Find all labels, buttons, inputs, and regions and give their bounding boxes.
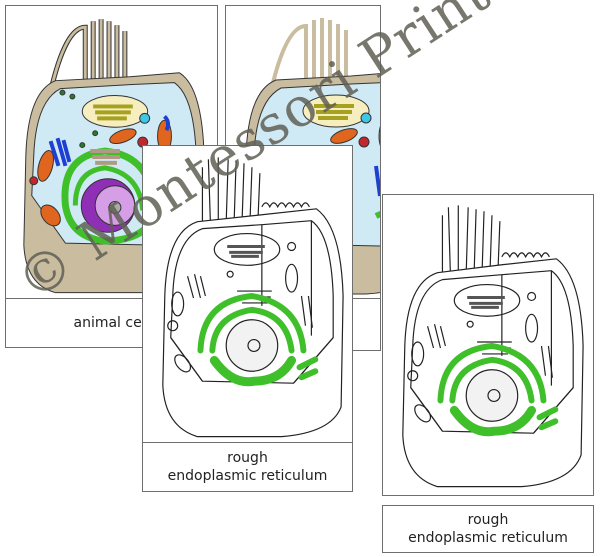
cell-illustration-rough-er xyxy=(383,195,593,495)
caption-line-1: rough xyxy=(227,450,268,466)
rough-er-highlight-drawing xyxy=(162,157,344,438)
card-caption: rough endoplasmic reticulum xyxy=(143,442,352,491)
flashcard-rough-er-label: rough endoplasmic reticulum xyxy=(382,505,594,553)
caption-line-2: endoplasmic reticulum xyxy=(167,468,328,484)
card-caption: rough endoplasmic reticulum xyxy=(383,506,593,552)
caption-line-2: endoplasmic reticulum xyxy=(408,530,568,546)
card-caption: animal cell xyxy=(6,298,217,347)
flashcard-rough-er-picture xyxy=(382,194,594,496)
cell-illustration-rough-er xyxy=(143,146,352,445)
flashcard-rough-er-control: rough endoplasmic reticulum xyxy=(142,145,353,492)
rough-er-highlight-drawing xyxy=(402,205,584,488)
caption-line: animal cell xyxy=(73,315,150,331)
caption-line-1: rough xyxy=(467,512,509,528)
